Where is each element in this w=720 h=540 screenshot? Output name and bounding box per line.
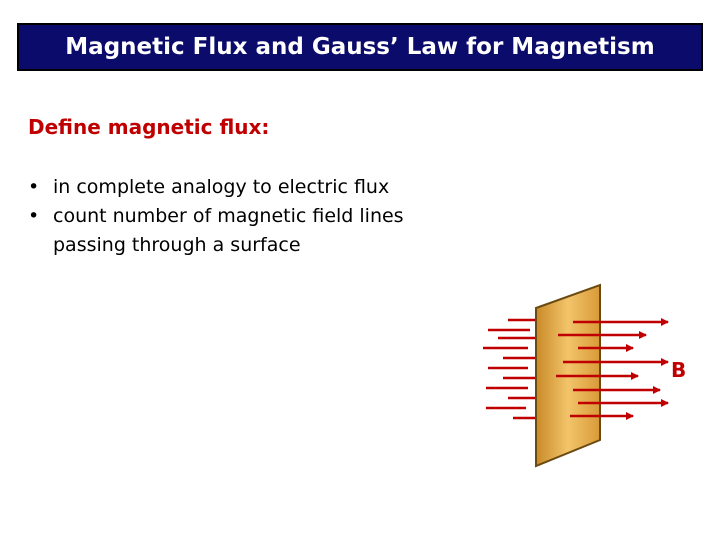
field-lines-behind — [483, 318, 550, 420]
bullet-text: in complete analogy to electric flux — [53, 176, 390, 198]
flux-diagram — [483, 283, 669, 468]
field-label-b: B — [671, 358, 687, 382]
bullet-item: • in complete analogy to electric flux — [28, 173, 473, 202]
bullet-marker: • — [28, 176, 40, 198]
bullet-marker: • — [28, 205, 40, 227]
bullet-item: • count number of magnetic field lines p… — [28, 202, 473, 260]
slide-title: Magnetic Flux and Gauss’ Law for Magneti… — [65, 34, 655, 60]
bullet-text: count number of magnetic field lines pas… — [53, 205, 404, 256]
bullet-list: • in complete analogy to electric flux •… — [28, 173, 473, 260]
field-lines-front — [556, 318, 669, 420]
title-bar: Magnetic Flux and Gauss’ Law for Magneti… — [17, 23, 703, 71]
subheading: Define magnetic flux: — [28, 115, 270, 139]
